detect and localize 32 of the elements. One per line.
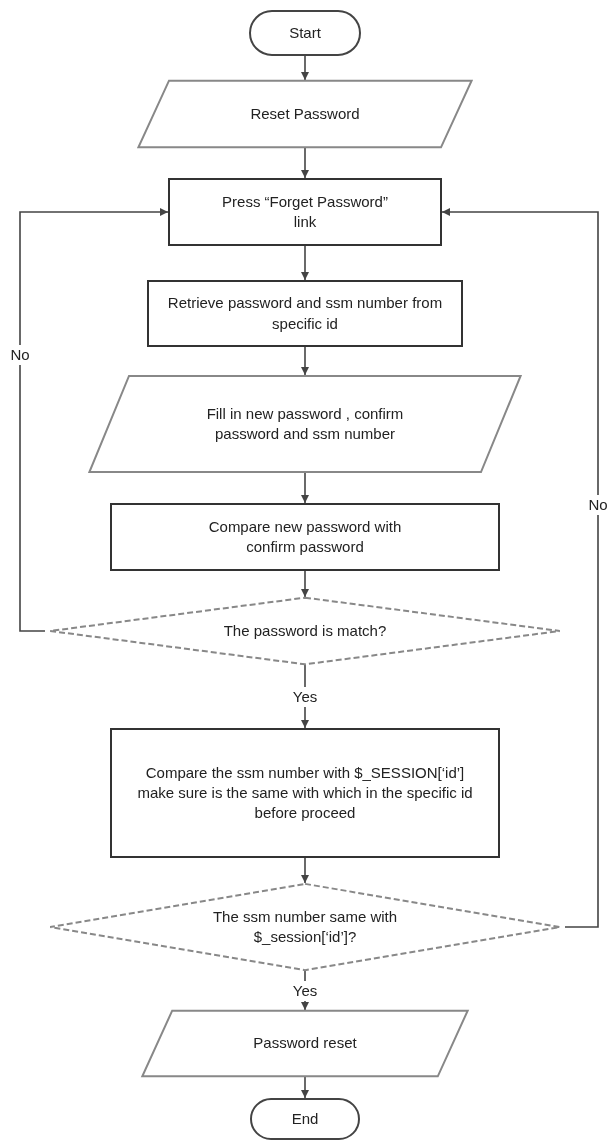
arrow (301, 570, 309, 598)
arrow (301, 346, 309, 376)
node-text: Retrieve password and ssm number from specific id (166, 293, 444, 334)
arrow (301, 55, 309, 81)
node-text: Compare new password with confirm password (207, 516, 403, 557)
process-box (110, 503, 500, 571)
data-parallelogram (135, 80, 475, 148)
node-text: Fill in new password , confirm password and ssm number (205, 403, 405, 444)
arrow (19, 208, 169, 632)
edge-label: Yes (290, 686, 320, 707)
arrow (301, 1076, 309, 1099)
node-text: Press “Forget Password” link (221, 191, 389, 232)
node-text: Compare the ssm number with $_SESSION[‘id’] make sure is the same with which in the specific id before proceed (136, 762, 474, 824)
arrow (301, 245, 309, 281)
edge-label: No (8, 345, 32, 365)
process-box (110, 728, 500, 858)
arrow (301, 857, 309, 884)
node-text: The password is match? (222, 620, 388, 641)
process-box (147, 280, 463, 347)
data-parallelogram (139, 1010, 471, 1077)
node-text: Start (288, 22, 322, 43)
arrow (301, 472, 309, 504)
node-text: Password reset (252, 1033, 358, 1054)
edge-label: Yes (290, 980, 320, 1001)
node-text: Reset Password (249, 103, 361, 124)
process-box (168, 178, 442, 246)
arrow (301, 147, 309, 179)
arrow (441, 208, 599, 928)
edge-label: No (586, 495, 610, 515)
node-text: The ssm number same with $_session[‘id’]? (211, 906, 399, 947)
node-text: End (290, 1108, 320, 1129)
data-parallelogram (85, 375, 525, 473)
